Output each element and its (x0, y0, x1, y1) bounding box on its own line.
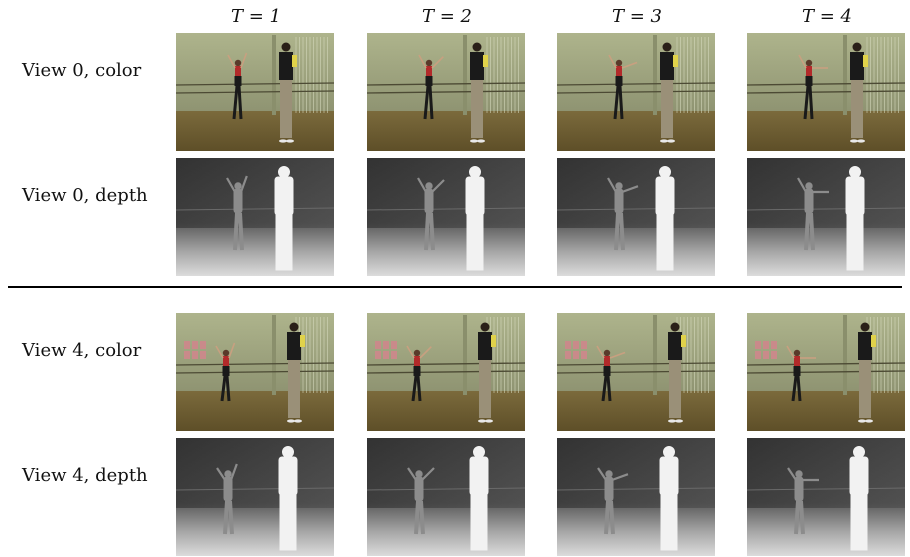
image-view4-color-t2 (367, 313, 525, 431)
row-label-view4-color: View 4, color (22, 340, 142, 361)
row-label-view0-color: View 0, color (22, 60, 142, 81)
image-view0-depth-t4 (747, 158, 905, 276)
column-header-t2: T = 2 (422, 6, 472, 27)
image-view0-color-t1 (176, 33, 334, 151)
image-view0-color-t3 (557, 33, 715, 151)
column-header-t4: T = 4 (802, 6, 852, 27)
section-divider (8, 286, 902, 288)
image-view4-depth-t3 (557, 438, 715, 556)
image-view4-depth-t1 (176, 438, 334, 556)
image-view0-depth-t1 (176, 158, 334, 276)
image-view4-color-t1 (176, 313, 334, 431)
image-view0-color-t4 (747, 33, 905, 151)
image-view0-depth-t2 (367, 158, 525, 276)
image-view4-color-t3 (557, 313, 715, 431)
column-header-t1: T = 1 (231, 6, 281, 27)
column-header-t3: T = 3 (612, 6, 662, 27)
image-view0-depth-t3 (557, 158, 715, 276)
image-view4-depth-t2 (367, 438, 525, 556)
image-view4-color-t4 (747, 313, 905, 431)
image-view4-depth-t4 (747, 438, 905, 556)
row-label-view4-depth: View 4, depth (22, 465, 148, 486)
row-label-view0-depth: View 0, depth (22, 185, 148, 206)
image-view0-color-t2 (367, 33, 525, 151)
